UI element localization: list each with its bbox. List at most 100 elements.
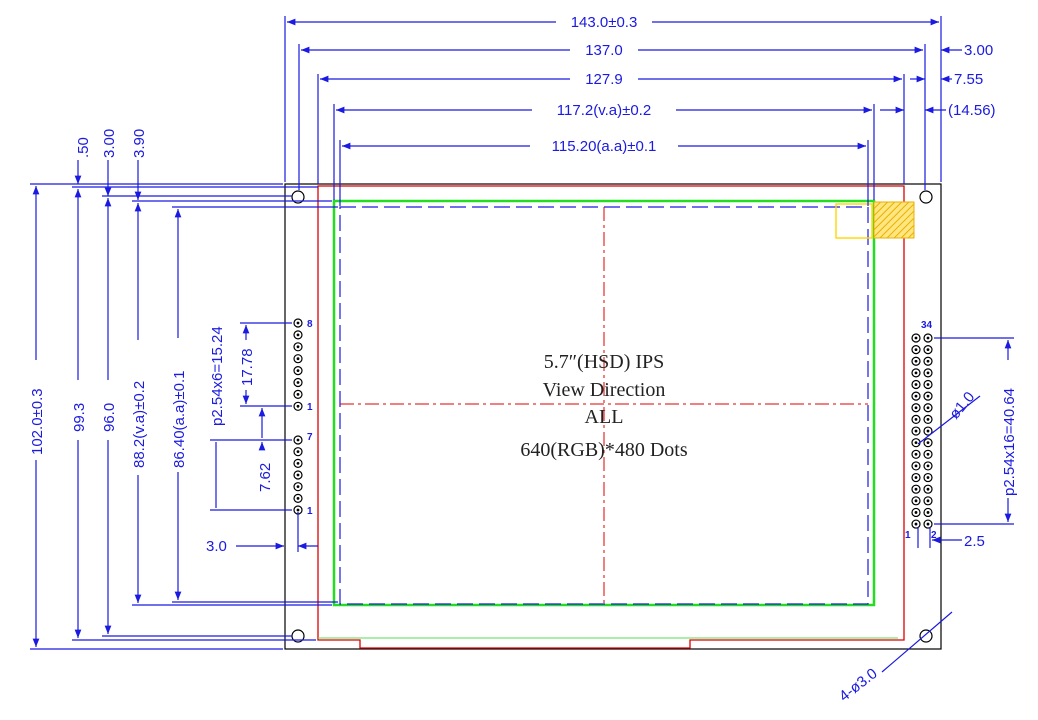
marker-box-outline [835, 203, 873, 239]
pin-34-b14 [923, 496, 933, 506]
pin-34-b16-hole [926, 522, 930, 526]
center-line-4: 640(RGB)*480 Dots [520, 439, 687, 461]
top-dimensions: 143.0±0.3 137.0 127.9 117.2(v.a)±0.2 115… [284, 14, 996, 206]
pin-label-34: 34 [921, 320, 933, 331]
pin-34-b1-hole [926, 348, 930, 352]
pin-7-4-hole [296, 473, 300, 477]
pin-34-a12 [911, 472, 921, 483]
pin-7-7-hole [296, 438, 300, 442]
pin-34-b16 [923, 519, 933, 529]
pin-7-1-hole [296, 508, 300, 512]
dim-left-1778: 17.78 [239, 348, 256, 386]
pin-34-b14-hole [926, 499, 930, 503]
dim-left-30: 3.0 [206, 538, 227, 555]
pin-34-a8-hole [914, 429, 918, 433]
pin-34-b11 [923, 461, 933, 471]
pin-34-b15 [923, 507, 933, 518]
pin-34-a0 [911, 333, 921, 343]
center-line-1: 5.7″(HSD) IPS [544, 351, 665, 373]
pin-34-a13-hole [914, 487, 918, 491]
dim-right-1456: (14.56) [948, 102, 996, 119]
dim-left-993: 99.3 [71, 403, 88, 432]
dim-right-pitch34: p2.54x16=40.64 [1001, 388, 1018, 496]
pin-34-a15-hole [914, 511, 918, 514]
pin-34-b13 [923, 484, 933, 494]
active-area [332, 199, 876, 607]
pin-34-a7 [911, 414, 921, 425]
center-line-2: View Direction [543, 379, 666, 401]
pin-34-b8-hole [926, 429, 930, 433]
dim-left-300: 3.00 [101, 129, 118, 158]
dim-left-960: 96.0 [101, 403, 118, 432]
pin-7-3-hole [296, 485, 300, 489]
pin-8-5-hole [296, 357, 300, 361]
pin-34-a11 [911, 461, 921, 471]
pin-34-b3 [923, 368, 933, 378]
pin-8-6-hole [296, 345, 300, 349]
pin-34-b1 [923, 345, 933, 355]
pin-34-b0 [923, 333, 933, 343]
center-line-3: ALL [585, 406, 624, 428]
pin-8-8 [293, 318, 303, 328]
pin-8-6 [293, 342, 303, 352]
pin-34-b0-hole [926, 336, 930, 340]
pin-34-b10 [923, 449, 933, 459]
pin-34-a10 [911, 449, 921, 459]
pin-34-a2-hole [914, 359, 918, 363]
pin-34-b2-hole [926, 359, 930, 363]
pin-34-b9 [923, 438, 933, 448]
pin-label-1a: 1 [307, 402, 313, 413]
pin-34-b3-hole [926, 371, 930, 375]
pin-8-8-hole [296, 321, 300, 325]
pin-8-7 [293, 330, 303, 340]
right-dimensions: p2.54x16=40.64 ø1.0 2.5 4-ø3.0 [836, 337, 1018, 705]
pin-34-b9-hole [926, 441, 930, 445]
pin-34-b4 [923, 379, 933, 390]
pin-8-1-hole [296, 404, 300, 408]
pin-34-b4-hole [926, 383, 930, 386]
pin-8-2-hole [296, 393, 300, 396]
pin-34-a7-hole [914, 418, 918, 421]
pin-34-b5 [923, 391, 933, 401]
pin-8-5 [293, 354, 303, 364]
dim-left-pitch8: p2.54x6=15.24 [209, 326, 226, 426]
dim-top-view: 117.2(v.a)±0.2 [557, 102, 651, 119]
pin-34-a9-hole [914, 441, 918, 445]
dim-top-panel: 127.9 [585, 71, 623, 88]
pin-7-4 [293, 470, 303, 480]
pin-34-b15-hole [926, 511, 930, 514]
panel-outline [317, 185, 905, 649]
dim-mount-holes: 4-ø3.0 [836, 665, 881, 705]
pin-8-3 [293, 377, 303, 388]
pin-label-7: 7 [307, 432, 313, 443]
pin-34-a14-hole [914, 499, 918, 503]
pin-7-5 [293, 458, 303, 468]
pin-34-a3 [911, 368, 921, 378]
pin-label-2: 2 [931, 530, 937, 541]
pin-34-a12-hole [914, 476, 918, 479]
pin-34-b10-hole [926, 452, 930, 456]
dim-left-view: 88.2(v.a)±0.2 [131, 381, 148, 468]
pin-34-b7 [923, 414, 933, 425]
pin-34-a1-hole [914, 348, 918, 352]
dim-left-390: 3.90 [131, 129, 148, 158]
mount-hole-tl [291, 190, 305, 204]
left-dimensions: .50 3.00 3.90 102.0±0.3 99.3 96.0 88.2(v… [29, 129, 338, 650]
pin-header-34 [911, 333, 933, 529]
pin-34-a6-hole [914, 406, 918, 410]
pin-8-4 [293, 366, 303, 376]
pin-34-a11-hole [914, 464, 918, 468]
pin-7-3 [293, 482, 303, 492]
dim-top-active: 115.20(a.a)±0.1 [552, 138, 657, 155]
pin-header-8 [293, 318, 303, 411]
marker-box-hatched [873, 201, 915, 239]
pin-7-6 [293, 447, 303, 457]
pin-34-a5-hole [914, 394, 918, 398]
dim-right-25: 2.5 [964, 533, 985, 550]
pin-34-a4 [911, 379, 921, 390]
pin-34-b12-hole [926, 476, 930, 479]
pin-34-a4-hole [914, 383, 918, 386]
dim-left-050: .50 [75, 137, 92, 158]
pin-8-1 [293, 401, 303, 411]
pin-8-2 [293, 389, 303, 399]
